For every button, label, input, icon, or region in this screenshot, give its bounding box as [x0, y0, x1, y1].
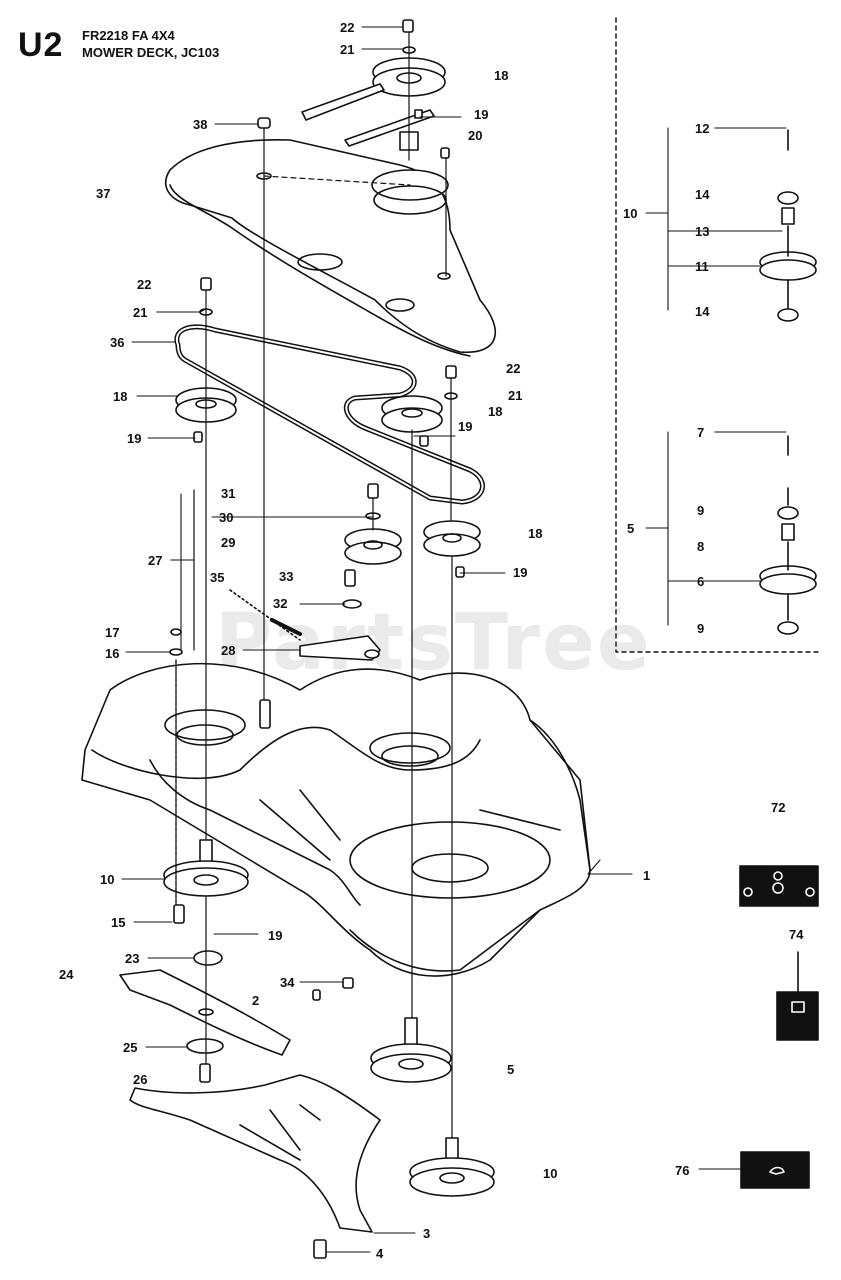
callout-3: 3	[423, 1226, 430, 1241]
callout-36: 36	[110, 335, 124, 350]
callout-11: 11	[695, 259, 709, 274]
callout-22c: 22	[506, 361, 520, 376]
section-title: MOWER DECK, JC103	[82, 45, 220, 60]
callout-25: 25	[123, 1040, 137, 1055]
callout-18d: 18	[528, 526, 542, 541]
top-cover	[165, 138, 496, 357]
callout-29: 29	[221, 535, 235, 550]
right-pulley	[423, 520, 481, 578]
callout-12: 12	[695, 121, 709, 136]
section-code: U2	[18, 26, 64, 64]
callout-9a: 9	[697, 503, 704, 518]
callout-19e: 19	[268, 928, 282, 943]
callout-labels: 2221181920383722213618192221181931302927…	[59, 20, 804, 1261]
callout-22a: 22	[340, 20, 354, 35]
callout-16: 16	[105, 646, 119, 661]
callout-6: 6	[697, 574, 704, 589]
callout-2: 2	[252, 993, 259, 1008]
callout-10c: 10	[623, 206, 637, 221]
callout-72: 72	[771, 800, 785, 815]
assembly-lines	[175, 31, 453, 1139]
callout-33: 33	[279, 569, 293, 584]
callout-32: 32	[273, 596, 287, 611]
callout-10a: 10	[100, 872, 114, 887]
center-spindle	[370, 1017, 452, 1083]
callout-18c: 18	[488, 404, 502, 419]
callout-23: 23	[125, 951, 139, 966]
model-title: FR2218 FA 4X4	[82, 28, 175, 43]
callout-9b: 9	[697, 621, 704, 636]
callout-1: 1	[643, 868, 650, 883]
callout-4: 4	[376, 1246, 384, 1261]
baffle	[129, 1074, 381, 1259]
callout-8: 8	[697, 539, 704, 554]
callout-74: 74	[789, 927, 804, 942]
callout-21c: 21	[508, 388, 522, 403]
mower-deck	[81, 662, 591, 977]
callout-19b: 19	[127, 431, 141, 446]
drive-belt	[174, 324, 485, 505]
blade	[119, 969, 354, 1083]
callout-22b: 22	[137, 277, 151, 292]
callout-5a: 5	[507, 1062, 514, 1077]
callout-10b: 10	[543, 1166, 557, 1181]
right-spindle	[409, 1137, 495, 1197]
callout-19a: 19	[474, 107, 488, 122]
callout-35: 35	[210, 570, 224, 585]
callout-76: 76	[675, 1163, 689, 1178]
center-pulley	[381, 365, 458, 447]
decal-74	[776, 951, 819, 1041]
callout-24: 24	[59, 967, 74, 982]
detail-spindle-10	[759, 129, 817, 322]
detail-box-border	[615, 17, 823, 653]
callout-15: 15	[111, 915, 125, 930]
decal-76	[740, 1151, 810, 1189]
detail-spindle-5	[759, 435, 817, 635]
callout-20a: 20	[468, 128, 482, 143]
leader-lines	[121, 26, 787, 1253]
callout-21b: 21	[133, 305, 147, 320]
callout-17: 17	[105, 625, 119, 640]
callout-19c: 19	[458, 419, 472, 434]
callout-19d: 19	[513, 565, 527, 580]
callout-30: 30	[219, 510, 233, 525]
callout-14a: 14	[695, 187, 710, 202]
callout-5b: 5	[627, 521, 634, 536]
callout-18b: 18	[113, 389, 127, 404]
top-pulley-group	[257, 19, 450, 159]
idler-arm	[169, 569, 381, 661]
callout-18a: 18	[494, 68, 508, 83]
callout-21a: 21	[340, 42, 354, 57]
left-spindle	[163, 839, 249, 966]
callout-37: 37	[96, 186, 110, 201]
decal-72	[739, 865, 819, 907]
callout-31: 31	[221, 486, 235, 501]
callout-14b: 14	[695, 304, 710, 319]
idler-pulley	[344, 483, 402, 565]
callout-27: 27	[148, 553, 162, 568]
callout-28: 28	[221, 643, 235, 658]
callout-26: 26	[133, 1072, 147, 1087]
callout-7: 7	[697, 425, 704, 440]
callout-34: 34	[280, 975, 295, 990]
callout-13: 13	[695, 224, 709, 239]
callout-38: 38	[193, 117, 207, 132]
